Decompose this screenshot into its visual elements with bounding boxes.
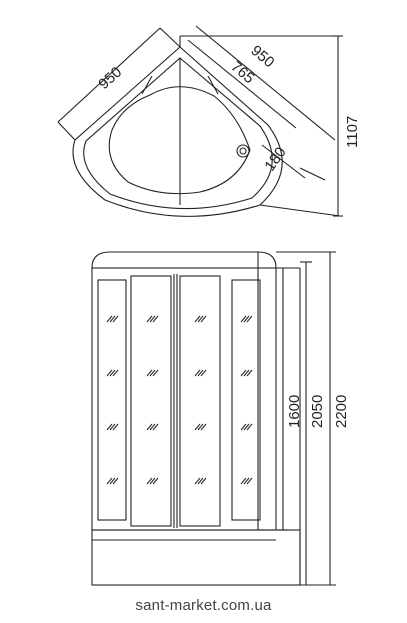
glass-hatch-mark bbox=[149, 369, 156, 377]
glass-hatch-mark bbox=[106, 477, 113, 485]
glass-hatch-mark bbox=[246, 369, 253, 377]
basin-contour bbox=[108, 86, 251, 195]
glass-hatch-mark bbox=[112, 423, 119, 431]
glass-panel-door-left bbox=[130, 275, 172, 527]
glass-panel-right bbox=[231, 279, 261, 521]
cabin-frame bbox=[91, 267, 277, 531]
glass-hatch-mark bbox=[149, 423, 156, 431]
glass-panel-left bbox=[97, 279, 127, 521]
glass-hatch-mark bbox=[246, 477, 253, 485]
corner-rib-left bbox=[141, 75, 153, 95]
glass-hatch-mark bbox=[200, 369, 207, 377]
glass-hatch-mark bbox=[197, 315, 204, 323]
glass-panel-door-right bbox=[179, 275, 221, 527]
dim-line-950-right bbox=[195, 25, 336, 141]
glass-hatch-mark bbox=[200, 477, 207, 485]
glass-hatch-mark bbox=[197, 477, 204, 485]
glass-hatch-mark bbox=[106, 423, 113, 431]
glass-hatch-mark bbox=[246, 423, 253, 431]
glass-hatching bbox=[106, 315, 253, 485]
glass-hatch-mark bbox=[109, 477, 116, 485]
glass-hatch-mark bbox=[240, 369, 247, 377]
glass-hatch-mark bbox=[246, 315, 253, 323]
glass-hatch-mark bbox=[152, 315, 159, 323]
glass-hatch-mark bbox=[243, 315, 250, 323]
glass-hatch-mark bbox=[112, 315, 119, 323]
glass-hatch-mark bbox=[146, 369, 153, 377]
tray-base bbox=[91, 529, 301, 586]
glass-hatch-mark bbox=[200, 315, 207, 323]
dim-line-950-left bbox=[57, 27, 161, 123]
glass-hatch-mark bbox=[194, 423, 201, 431]
glass-hatch-mark bbox=[240, 315, 247, 323]
glass-hatch-mark bbox=[149, 477, 156, 485]
glass-hatch-mark bbox=[200, 423, 207, 431]
front-view bbox=[91, 251, 336, 586]
corner-rib-right bbox=[207, 75, 219, 95]
dim-line-180 bbox=[261, 144, 306, 179]
glass-hatch-mark bbox=[240, 477, 247, 485]
glass-hatch-mark bbox=[152, 423, 159, 431]
glass-hatch-mark bbox=[243, 477, 250, 485]
glass-hatch-mark bbox=[152, 477, 159, 485]
glass-hatch-mark bbox=[146, 315, 153, 323]
glass-hatch-mark bbox=[106, 369, 113, 377]
glass-hatch-mark bbox=[109, 423, 116, 431]
glass-hatch-mark bbox=[149, 315, 156, 323]
glass-hatch-mark bbox=[152, 369, 159, 377]
drain-inner bbox=[239, 147, 247, 155]
glass-hatch-mark bbox=[197, 423, 204, 431]
glass-hatch-mark bbox=[106, 315, 113, 323]
watermark: sant-market.com.ua bbox=[135, 597, 272, 614]
top-view bbox=[57, 25, 343, 217]
glass-hatch-mark bbox=[112, 477, 119, 485]
label-1107: 1107 bbox=[344, 116, 361, 148]
glass-hatch-mark bbox=[194, 477, 201, 485]
glass-hatch-mark bbox=[197, 369, 204, 377]
tray-outer-contour bbox=[72, 46, 283, 217]
label-950-right: 950 bbox=[247, 42, 277, 71]
glass-hatch-mark bbox=[109, 369, 116, 377]
glass-hatch-mark bbox=[194, 369, 201, 377]
glass-hatch-mark bbox=[109, 315, 116, 323]
label-765: 765 bbox=[227, 58, 257, 87]
glass-hatch-mark bbox=[243, 369, 250, 377]
cabin-roof bbox=[91, 251, 277, 269]
dim-line-765 bbox=[187, 39, 297, 129]
glass-hatch-mark bbox=[146, 477, 153, 485]
glass-hatch-mark bbox=[146, 423, 153, 431]
label-2050: 2050 bbox=[309, 395, 326, 428]
glass-hatch-mark bbox=[240, 423, 247, 431]
glass-hatch-mark bbox=[243, 423, 250, 431]
label-2200: 2200 bbox=[333, 395, 350, 428]
drain-icon bbox=[236, 144, 250, 158]
glass-hatch-mark bbox=[194, 315, 201, 323]
label-1600: 1600 bbox=[286, 395, 303, 428]
tray-rim-contour bbox=[83, 57, 273, 210]
label-950-left: 950 bbox=[95, 64, 125, 93]
label-180: 180 bbox=[261, 144, 289, 174]
glass-hatch-mark bbox=[112, 369, 119, 377]
